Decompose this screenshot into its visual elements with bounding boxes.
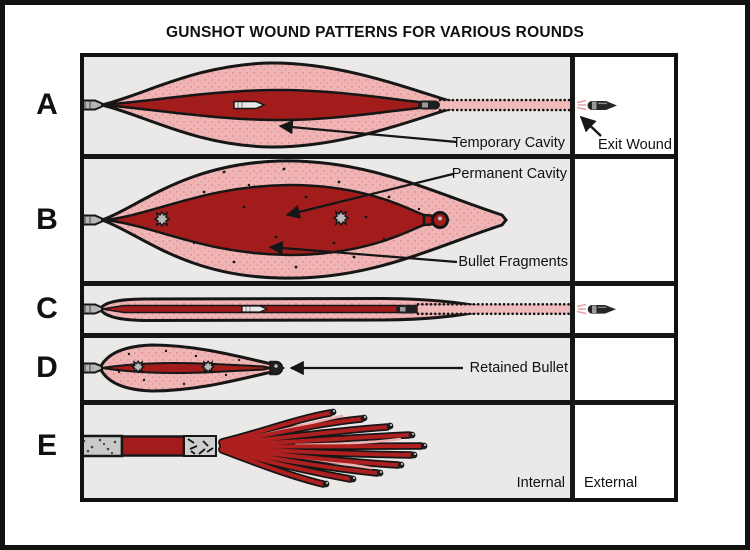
internal-label: Internal xyxy=(516,475,565,491)
wound-pattern-b xyxy=(84,159,508,280)
row-label-c: C xyxy=(36,292,58,325)
row-dividers xyxy=(84,154,674,405)
track-end-bullet-icon-a xyxy=(418,100,440,110)
permanent-cavity-arrow xyxy=(285,172,454,219)
row-label-e: E xyxy=(36,429,57,462)
wound-pattern-a xyxy=(84,61,574,149)
bullet-in-track-icon-c xyxy=(241,305,269,313)
track-end-bullet-icon-c xyxy=(396,305,417,314)
retained-bullet-label: Retained Bullet xyxy=(469,360,568,376)
narrow-track-c xyxy=(418,304,570,314)
wound-pattern-d xyxy=(84,343,463,393)
bullet-fragments-label: Bullet Fragments xyxy=(458,254,568,270)
wound-patterns-graphic xyxy=(84,57,674,498)
entry-bullet-icon-c xyxy=(84,303,103,315)
entry-bullet-icon-b xyxy=(84,214,103,226)
permanent-cavity-label: Permanent Cavity xyxy=(451,166,567,182)
row-label-d: D xyxy=(36,351,58,384)
external-column xyxy=(575,57,674,498)
temporary-cavity-label: Temporary Cavity xyxy=(452,135,565,151)
shotgun-entry-track xyxy=(84,434,217,458)
yawing-bullet-icon xyxy=(233,100,266,110)
row-label-a: A xyxy=(36,88,58,121)
pellet-track-cores xyxy=(220,411,423,486)
exit-wound-label: Exit Wound xyxy=(598,137,672,153)
deformed-bullet-icons-d xyxy=(131,359,216,374)
diagram-panel: Temporary Cavity Exit Wound Permanent Ca… xyxy=(80,53,678,502)
exit-wound-c xyxy=(576,303,616,315)
pellet-tip-icons xyxy=(322,408,428,488)
entry-bullet-icon-a xyxy=(84,99,103,111)
exit-wound-a xyxy=(576,99,617,137)
deformed-bullet-icons-b xyxy=(153,209,350,228)
wound-pattern-e xyxy=(84,408,428,488)
diagram-title: GUNSHOT WOUND PATTERNS FOR VARIOUS ROUND… xyxy=(165,24,585,41)
narrow-track-a xyxy=(440,100,570,110)
bullet-fragments-arrow xyxy=(268,240,458,264)
exit-bullet-icon-c xyxy=(587,305,616,314)
row-label-b: B xyxy=(36,203,58,236)
fragment-specks-b xyxy=(192,167,421,269)
internal-external-divider xyxy=(570,57,575,498)
retained-bullet-icon xyxy=(269,360,284,376)
fragment-specks-d xyxy=(117,349,241,386)
exit-wound-arrow xyxy=(579,115,602,137)
exit-bullet-icon-a xyxy=(587,101,617,110)
temporary-cavity-arrow xyxy=(278,120,458,144)
external-label: External xyxy=(584,475,638,491)
wound-pattern-c xyxy=(84,296,574,323)
entry-bullet-icon-d xyxy=(84,362,103,374)
